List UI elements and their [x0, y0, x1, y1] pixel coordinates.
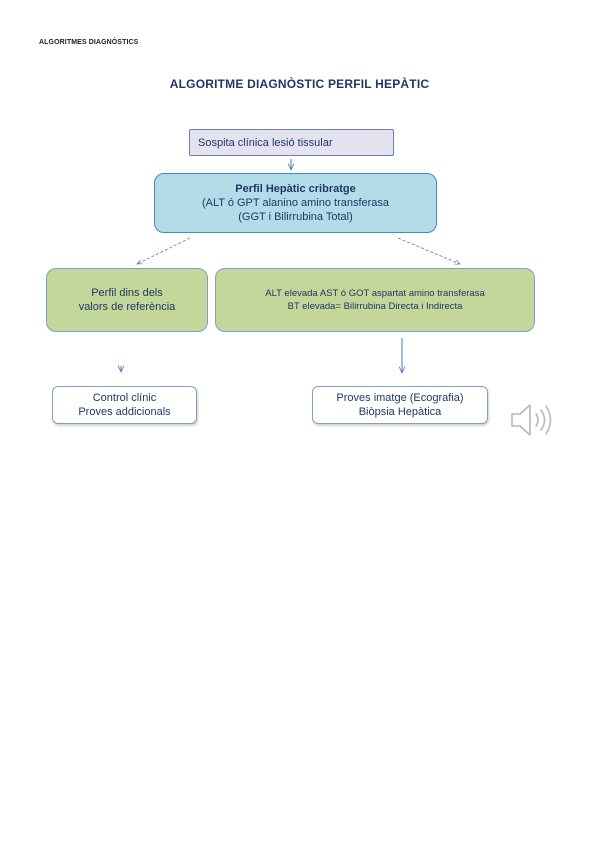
node-normal-profile-line2: valors de referència	[78, 301, 176, 313]
node-imaging-tests-line1: Proves imatge (Ecografia)	[336, 392, 464, 404]
node-liver-profile-title: Perfil Hepàtic cribratge	[235, 183, 356, 195]
diagram-title: ALGORITME DIAGNÒSTIC PERFIL HEPÀTIC	[169, 77, 430, 91]
node-clinical-control-line1: Control clínic	[92, 392, 157, 404]
node-normal-profile-line1: Perfil dins dels	[91, 287, 163, 299]
node-clinical-suspicion-text: Sospita clínica lesió tissular	[198, 136, 333, 149]
node-elevated-values-line1: ALT elevada AST ó GOT aspartat amino tra…	[265, 288, 485, 299]
arrow-profile-to-normal	[137, 237, 191, 264]
speaker-icon[interactable]	[508, 400, 556, 440]
node-liver-profile-line3: (GGT i Bilirrubina Total)	[238, 211, 353, 223]
node-liver-profile-line2: (ALT ó GPT alanino amino transferasa	[201, 197, 390, 209]
node-elevated-values: ALT elevada AST ó GOT aspartat amino tra…	[215, 268, 535, 332]
node-elevated-values-line2: BT elevada= Bilirrubina Directa i Indire…	[287, 301, 463, 312]
arrow-profile-to-elevated	[397, 237, 460, 264]
node-normal-profile: Perfil dins dels valors de referència	[46, 268, 208, 332]
document-header: ALGORITMES DIAGNÒSTICS	[39, 39, 139, 46]
node-clinical-control-line2: Proves addicionals	[78, 406, 171, 418]
node-clinical-suspicion: Sospita clínica lesió tissular	[189, 129, 394, 156]
node-liver-profile-screening: Perfil Hepàtic cribratge (ALT ó GPT alan…	[154, 173, 437, 233]
node-imaging-tests-line2: Biòpsia Hepàtica	[358, 406, 442, 418]
node-imaging-tests: Proves imatge (Ecografia) Biòpsia Hepàti…	[312, 386, 488, 424]
node-clinical-control: Control clínic Proves addicionals	[52, 386, 197, 424]
